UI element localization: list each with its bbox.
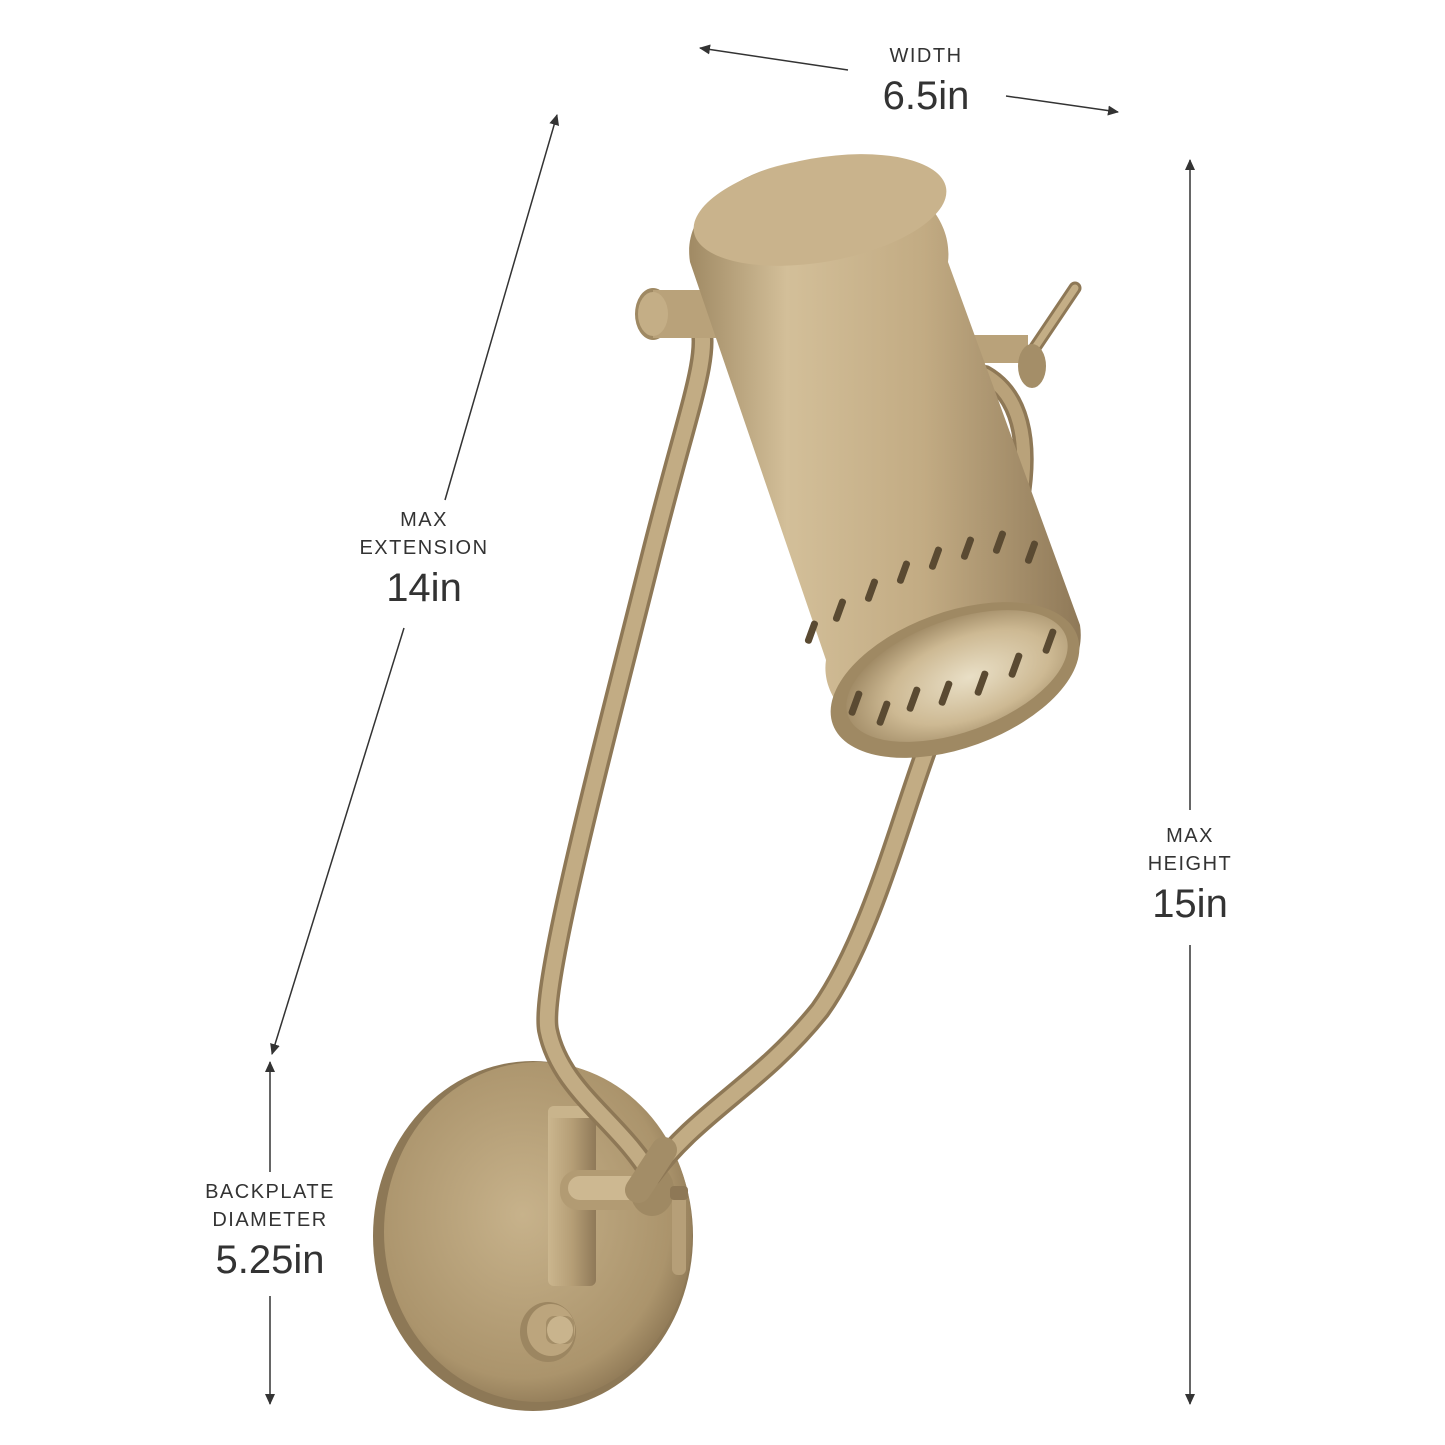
backplate-caption-line1: BACKPLATE bbox=[205, 1181, 335, 1203]
extension-value: 14in bbox=[386, 566, 462, 610]
height-caption-line1: MAX bbox=[1166, 825, 1214, 847]
width-value: 6.5in bbox=[882, 74, 970, 118]
backplate bbox=[373, 1061, 693, 1411]
extension-arrow-top bbox=[444, 114, 560, 501]
width-arrow-right bbox=[1005, 95, 1119, 116]
extension-caption-line2: EXTENSION bbox=[359, 537, 489, 559]
backplate-label: BACKPLATE DIAMETER 5.25in bbox=[190, 1182, 350, 1280]
dimension-lines bbox=[265, 44, 1195, 1405]
arm bbox=[536, 309, 1034, 1203]
dimmer-knob bbox=[520, 1302, 576, 1362]
lamp-shade bbox=[689, 154, 1081, 758]
shade-perforations bbox=[804, 530, 1057, 726]
width-arrow-left bbox=[699, 44, 849, 71]
extension-caption-line1: MAX bbox=[400, 509, 448, 531]
backplate-value: 5.25in bbox=[215, 1238, 325, 1282]
height-caption-line2: HEIGHT bbox=[1147, 853, 1233, 875]
height-value: 15in bbox=[1152, 882, 1228, 926]
height-label: MAX HEIGHT 15in bbox=[1120, 826, 1260, 924]
backplate-caption-line2: DIAMETER bbox=[212, 1209, 328, 1231]
extension-label: MAX EXTENSION 14in bbox=[344, 510, 504, 608]
extension-arrow-bottom bbox=[270, 627, 405, 1055]
width-label: WIDTH 6.5in bbox=[848, 46, 1004, 116]
width-caption: WIDTH bbox=[889, 45, 963, 67]
